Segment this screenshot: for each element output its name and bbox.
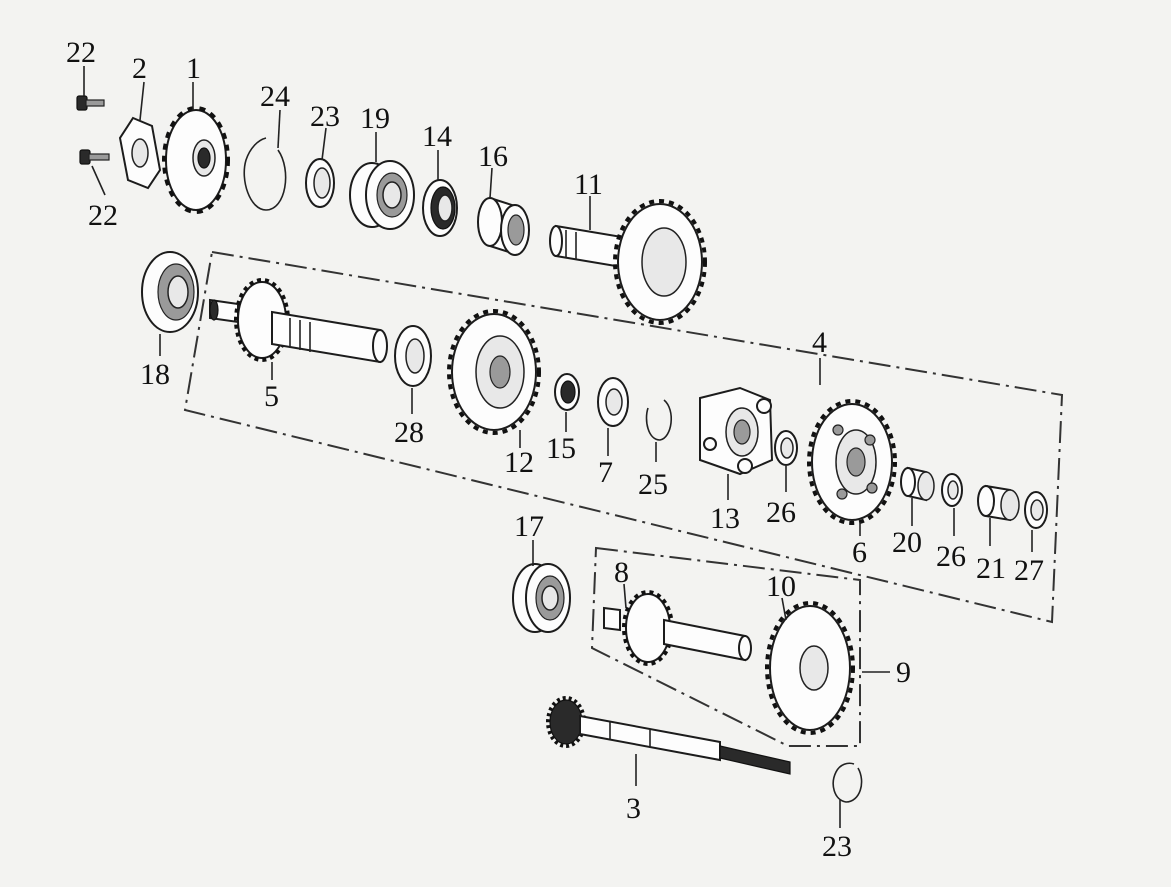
bearing-19 (349, 160, 415, 230)
main-shaft-5 (209, 278, 388, 364)
assembly-4-outline (183, 250, 1064, 624)
clutch-hub-13 (699, 386, 774, 476)
washer-top (305, 158, 335, 208)
callout-17: 17 (514, 510, 544, 543)
callout-12: 12 (504, 446, 534, 479)
circlip-bottom (832, 762, 863, 803)
washer-27 (1024, 491, 1048, 529)
callout-19: 19 (360, 102, 390, 135)
gear-10 (765, 601, 855, 735)
bush-20 (900, 466, 935, 502)
callout-7: 7 (598, 456, 613, 489)
washer-28 (394, 325, 432, 387)
gear-6 (807, 399, 897, 525)
callout-3: 3 (626, 792, 641, 825)
callout-8: 8 (614, 556, 629, 589)
callout-22-top: 22 (66, 36, 96, 69)
callout-2: 2 (132, 52, 147, 85)
callout-23-top: 23 (310, 100, 340, 133)
callout-6: 6 (852, 536, 867, 569)
callout-26-left: 26 (766, 496, 796, 529)
callout-5: 5 (264, 380, 279, 413)
callout-4: 4 (812, 326, 827, 359)
washer-7 (597, 377, 629, 427)
callout-16: 16 (478, 140, 508, 173)
callout-23-bottom: 23 (822, 830, 852, 863)
output-gear-shaft (549, 199, 707, 325)
bearing-18 (141, 251, 199, 333)
callout-27: 27 (1014, 554, 1044, 587)
circlip (243, 137, 287, 211)
callout-28: 28 (394, 416, 424, 449)
callout-11: 11 (574, 168, 603, 201)
callout-22-bottom: 22 (88, 199, 118, 232)
callout-24: 24 (260, 80, 290, 113)
primary-shaft-3 (546, 696, 791, 775)
gear-12 (447, 309, 541, 435)
washer-26-left (774, 430, 798, 466)
callout-10: 10 (766, 570, 796, 603)
callout-25: 25 (638, 468, 668, 501)
callout-26-right: 26 (936, 540, 966, 573)
callout-9: 9 (896, 656, 911, 689)
bush-21 (977, 484, 1020, 522)
leader-lines (83, 66, 1033, 828)
callout-18: 18 (140, 358, 170, 391)
bearing-17 (512, 563, 571, 633)
callout-21: 21 (976, 552, 1006, 585)
drive-sprocket (162, 106, 230, 214)
lock-plate (118, 116, 162, 190)
callout-labels: 22 2 1 22 24 23 19 14 16 11 18 5 28 4 12… (66, 36, 1044, 863)
bolt-upper (76, 95, 105, 111)
callout-1: 1 (186, 52, 201, 85)
callout-15: 15 (546, 432, 576, 465)
oil-seal (422, 179, 458, 237)
callout-13: 13 (710, 502, 740, 535)
needle-bearing-15 (554, 373, 580, 411)
callout-14: 14 (422, 120, 452, 153)
washer-26-right (941, 473, 963, 507)
needle-bearing-16 (477, 196, 530, 256)
callout-20: 20 (892, 526, 922, 559)
bolt-lower (79, 149, 110, 165)
countershaft-gear-8 (603, 590, 752, 666)
circlip-25 (645, 399, 672, 441)
